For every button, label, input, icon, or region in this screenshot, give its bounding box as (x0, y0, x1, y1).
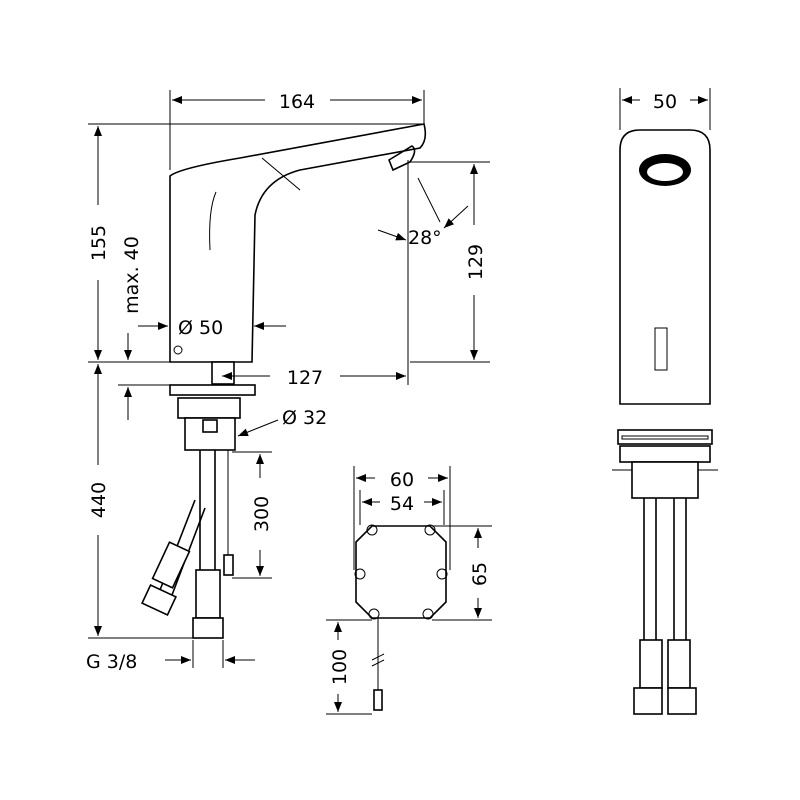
dim-60: 60 (390, 469, 414, 491)
dim-diameter-50: Ø 50 (178, 317, 223, 339)
dim-127: 127 (287, 367, 323, 389)
dim-155: 155 (88, 225, 110, 261)
dim-164: 164 (279, 91, 315, 113)
dim-angle-28: 28° (408, 227, 442, 249)
side-view-faucet (141, 123, 427, 639)
dim-front-50: 50 (653, 91, 677, 113)
side-view-dimensions: 164 155 max. 40 Ø 50 129 28° 127 Ø 32 44… (86, 90, 490, 673)
control-box: 60 54 65 100 (326, 466, 492, 715)
front-view-faucet: 50 (612, 88, 718, 715)
dim-440: 440 (88, 482, 110, 518)
dim-129: 129 (465, 244, 487, 280)
dim-65: 65 (469, 562, 491, 586)
dim-g-3-8: G 3/8 (86, 651, 137, 673)
dim-100: 100 (329, 649, 351, 685)
dim-300: 300 (251, 496, 273, 532)
dim-max-40: max. 40 (121, 236, 143, 314)
dim-diameter-32: Ø 32 (282, 407, 327, 429)
dim-54: 54 (390, 493, 414, 515)
